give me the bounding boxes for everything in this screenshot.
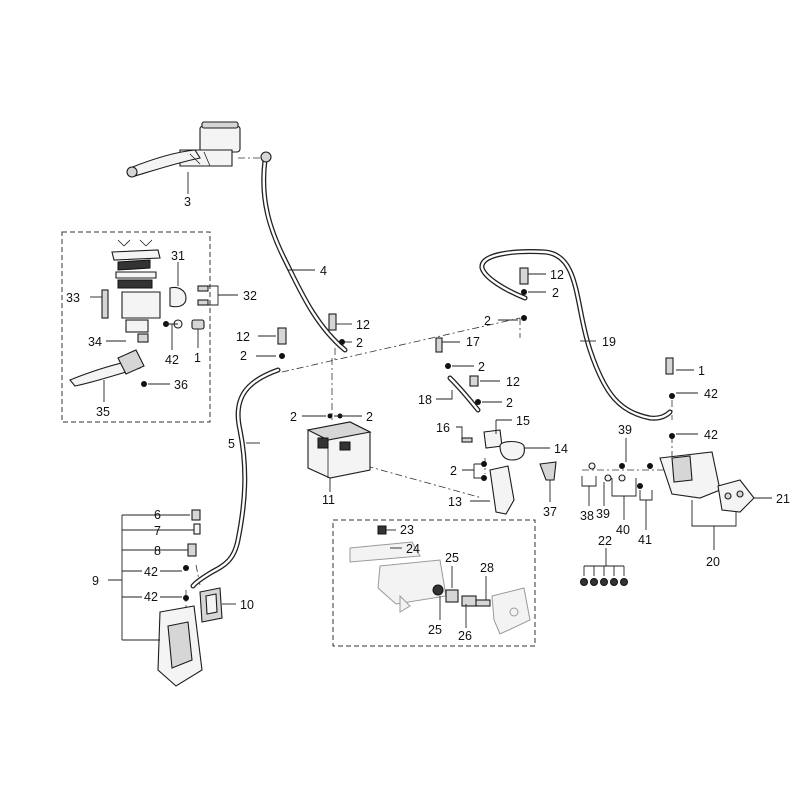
rear-caliper (580, 357, 755, 586)
callout-2-b: 2 (356, 336, 363, 350)
callout-25-bottom: 25 (428, 623, 442, 637)
callout-2-a: 2 (240, 349, 247, 363)
callout-42-right-a: 42 (704, 387, 718, 401)
brake-hoses (190, 157, 673, 589)
callout-2-d: 2 (366, 410, 373, 424)
callout-16: 16 (436, 421, 450, 435)
callout-36: 36 (174, 378, 188, 392)
callout-14: 14 (554, 442, 568, 456)
front-caliper (157, 509, 223, 687)
callout-40: 40 (616, 523, 630, 537)
callout-39-bottom: 39 (596, 507, 610, 521)
callout-28: 28 (480, 561, 494, 575)
master-cylinder-exploded (69, 239, 209, 387)
callout-24: 24 (406, 542, 420, 556)
callout-7: 7 (154, 524, 161, 538)
rear-pump-exploded (349, 525, 531, 635)
callout-19: 19 (602, 335, 616, 349)
callout-35: 35 (96, 405, 110, 419)
callout-32: 32 (243, 289, 257, 303)
front-master-cylinder (126, 121, 272, 178)
callout-31: 31 (171, 249, 185, 263)
callout-42-front-a: 42 (144, 565, 158, 579)
abs-unit (306, 413, 372, 479)
callout-21: 21 (776, 492, 790, 506)
callout-25-top: 25 (445, 551, 459, 565)
hose-5 (190, 367, 281, 589)
callout-3: 3 (184, 195, 191, 209)
callout-12-c: 12 (506, 375, 520, 389)
callout-42-front-b: 42 (144, 590, 158, 604)
hose-19 (479, 249, 673, 421)
callout-2-c: 2 (290, 410, 297, 424)
rear-pump-detail-box (332, 519, 536, 647)
callout-13: 13 (448, 495, 462, 509)
callout-15: 15 (516, 414, 530, 428)
callout-9: 9 (92, 574, 99, 588)
callout-22: 22 (598, 534, 612, 548)
master-cylinder-detail-box (61, 231, 211, 423)
callout-17: 17 (466, 335, 480, 349)
callout-8: 8 (154, 544, 161, 558)
callout-1-box: 1 (194, 351, 201, 365)
callout-2-f: 2 (506, 396, 513, 410)
callout-18: 18 (418, 393, 432, 407)
callouts: 3 4 31 32 33 34 42 1 35 36 12 2 12 2 5 2… (66, 195, 790, 643)
callout-38: 38 (580, 509, 594, 523)
callout-37: 37 (543, 505, 557, 519)
callout-11: 11 (322, 493, 335, 507)
callout-2-e: 2 (478, 360, 485, 374)
callout-20: 20 (706, 555, 720, 569)
fastener-markers (277, 267, 529, 359)
callout-26: 26 (458, 629, 472, 643)
callout-10: 10 (240, 598, 254, 612)
callout-23: 23 (400, 523, 414, 537)
callout-33: 33 (66, 291, 80, 305)
callout-12-b: 12 (356, 318, 370, 332)
callout-12-d: 12 (550, 268, 564, 282)
callout-6: 6 (154, 508, 161, 522)
callout-2-i: 2 (484, 314, 491, 328)
callout-42-box: 42 (165, 353, 179, 367)
leader-lines (90, 172, 772, 641)
callout-1-right: 1 (698, 364, 705, 378)
callout-4: 4 (320, 264, 327, 278)
callout-2-g: 2 (450, 464, 457, 478)
rear-master-cylinder (435, 337, 557, 515)
callout-5: 5 (228, 437, 235, 451)
callout-12-a: 12 (236, 330, 250, 344)
callout-39-top: 39 (618, 423, 632, 437)
connection-lines (185, 157, 673, 612)
callout-34: 34 (88, 335, 102, 349)
callout-2-h: 2 (552, 286, 559, 300)
callout-42-right-b: 42 (704, 428, 718, 442)
callout-41: 41 (638, 533, 652, 547)
